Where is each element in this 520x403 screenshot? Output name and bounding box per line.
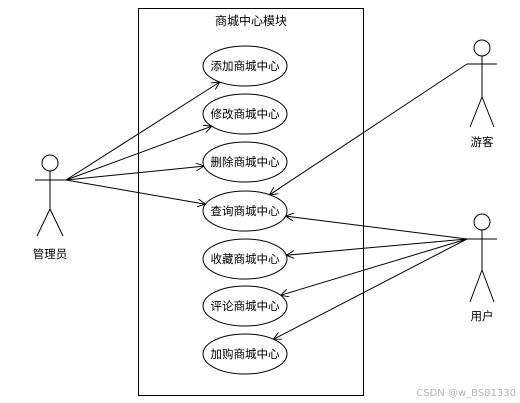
use-case-uc4[interactable]: 查询商城中心: [202, 190, 288, 232]
use-case-label: 加购商城中心: [211, 347, 280, 361]
actor-guest[interactable]: [467, 39, 497, 128]
association-admin-uc4: [65, 179, 206, 204]
use-case-uc7[interactable]: 加购商城中心: [202, 333, 288, 375]
use-case-ellipse: [202, 190, 288, 232]
association-user-uc7: [273, 238, 468, 339]
use-case-ellipse: [202, 45, 288, 87]
actor-leg-right: [481, 269, 495, 303]
use-case-ellipse: [202, 285, 288, 327]
use-case-uc5[interactable]: 收藏商城中心: [202, 238, 288, 280]
actor-head: [473, 39, 491, 57]
watermark: CSDN @w_BS81330: [416, 388, 516, 399]
actor-user[interactable]: [467, 213, 497, 303]
use-case-ellipse: [202, 141, 288, 183]
association-admin-uc1: [65, 82, 220, 181]
actor-user-label: 用户: [471, 309, 494, 323]
actor-leg-left: [36, 208, 51, 237]
use-case-label: 查询商城中心: [211, 204, 280, 218]
system-boundary: [138, 8, 364, 396]
association-guest-uc4: [270, 63, 468, 195]
use-case-uc3[interactable]: 删除商城中心: [202, 141, 288, 183]
actor-guest-label: 游客: [471, 135, 494, 149]
actor-head: [473, 213, 491, 231]
use-case-label: 删除商城中心: [211, 155, 280, 169]
association-lines: [65, 63, 468, 339]
use-case-label: 修改商城中心: [211, 107, 280, 121]
system-title: 商城中心模块: [215, 13, 287, 28]
use-case-uc2[interactable]: 修改商城中心: [202, 93, 288, 135]
use-case-label: 评论商城中心: [211, 299, 280, 313]
actor-leg-right: [481, 96, 495, 128]
actor-admin[interactable]: [35, 154, 66, 237]
actor-head: [41, 154, 59, 172]
association-admin-uc3: [65, 166, 204, 181]
use-case-uc1[interactable]: 添加商城中心: [202, 45, 288, 87]
actor-leg-left: [469, 96, 483, 128]
actor-leg-left: [469, 269, 483, 303]
association-user-uc6: [281, 238, 468, 295]
actor-leg-right: [49, 208, 64, 237]
use-case-ellipse: [202, 238, 288, 280]
use-case-label: 添加商城中心: [211, 59, 280, 73]
association-user-uc4: [286, 216, 468, 240]
use-case-uc6[interactable]: 评论商城中心: [202, 285, 288, 327]
association-user-uc5: [286, 238, 468, 255]
actor-admin-label: 管理员: [33, 247, 68, 261]
use-case-label: 收藏商城中心: [211, 252, 280, 266]
use-case-ellipse: [202, 93, 288, 135]
association-admin-uc2: [65, 126, 212, 181]
use-case-ellipse: [202, 333, 288, 375]
